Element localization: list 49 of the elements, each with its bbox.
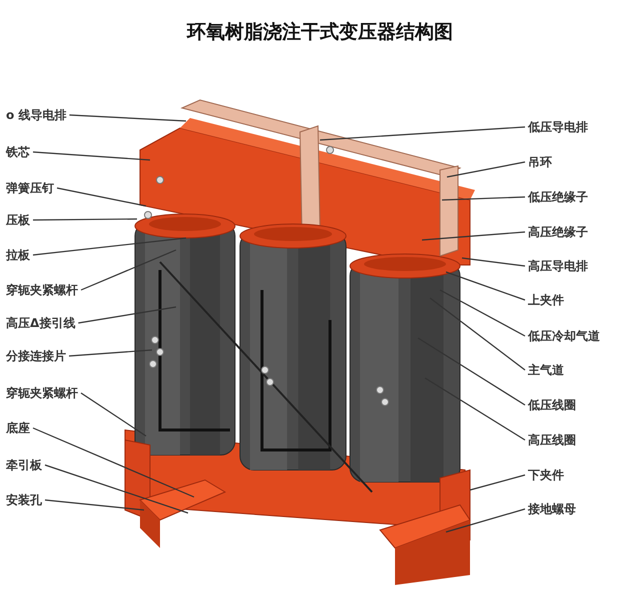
leader-line [78,306,176,324]
part-label: 分接连接片 [6,348,66,364]
diagram-title: 环氧树脂浇注干式变压器结构图 [187,20,453,45]
leader-line [446,161,526,178]
leader-line [440,289,526,337]
leader-line [462,257,526,267]
leader-line [422,231,526,241]
part-label: 高压绝缘子 [528,224,588,240]
part-label: 高压导电排 [528,258,588,274]
leader-line [32,427,194,498]
part-label: 低压线圈 [528,397,576,413]
leader-line [80,249,176,291]
part-label: 吊环 [528,154,552,170]
part-label: o 线导电排 [6,107,66,123]
part-label: 穿轭夹紧螺杆 [6,282,78,298]
part-label: 主气道 [528,362,564,378]
part-label: 压板 [6,212,30,228]
leader-line [33,218,137,221]
part-label: 低压冷却气道 [528,328,600,344]
part-label: 低压导电排 [528,119,588,135]
leader-line [442,196,526,201]
part-label: 弹簧压钉 [6,180,54,196]
leader-line [44,464,188,514]
leader-line [56,187,146,207]
part-label: 高压Δ接引线 [6,315,76,331]
part-label: 铁芯 [6,144,30,160]
leader-line [32,151,150,161]
leader-line [430,298,526,370]
leader-line [69,114,186,122]
leader-line [68,349,152,357]
part-label: 拉板 [6,247,30,263]
leader-line [446,271,526,301]
part-label: 低压绝缘子 [528,189,588,205]
part-label: 安装孔 [6,492,42,508]
leader-line [424,378,526,440]
part-label: 底座 [6,420,30,436]
leader-line [44,499,144,511]
part-label: 上夹件 [528,292,564,308]
part-label: 接地螺母 [528,501,576,517]
leader-line [470,474,526,491]
part-label: 穿轭夹紧螺杆 [6,385,78,401]
leader-line [320,126,526,141]
part-label: 下夹件 [528,467,564,483]
leader-line [32,237,186,256]
leader-line [418,338,526,406]
leader-line [80,392,146,436]
leader-line [446,508,526,533]
part-label: 牵引板 [6,457,42,473]
part-label: 高压线圈 [528,432,576,448]
